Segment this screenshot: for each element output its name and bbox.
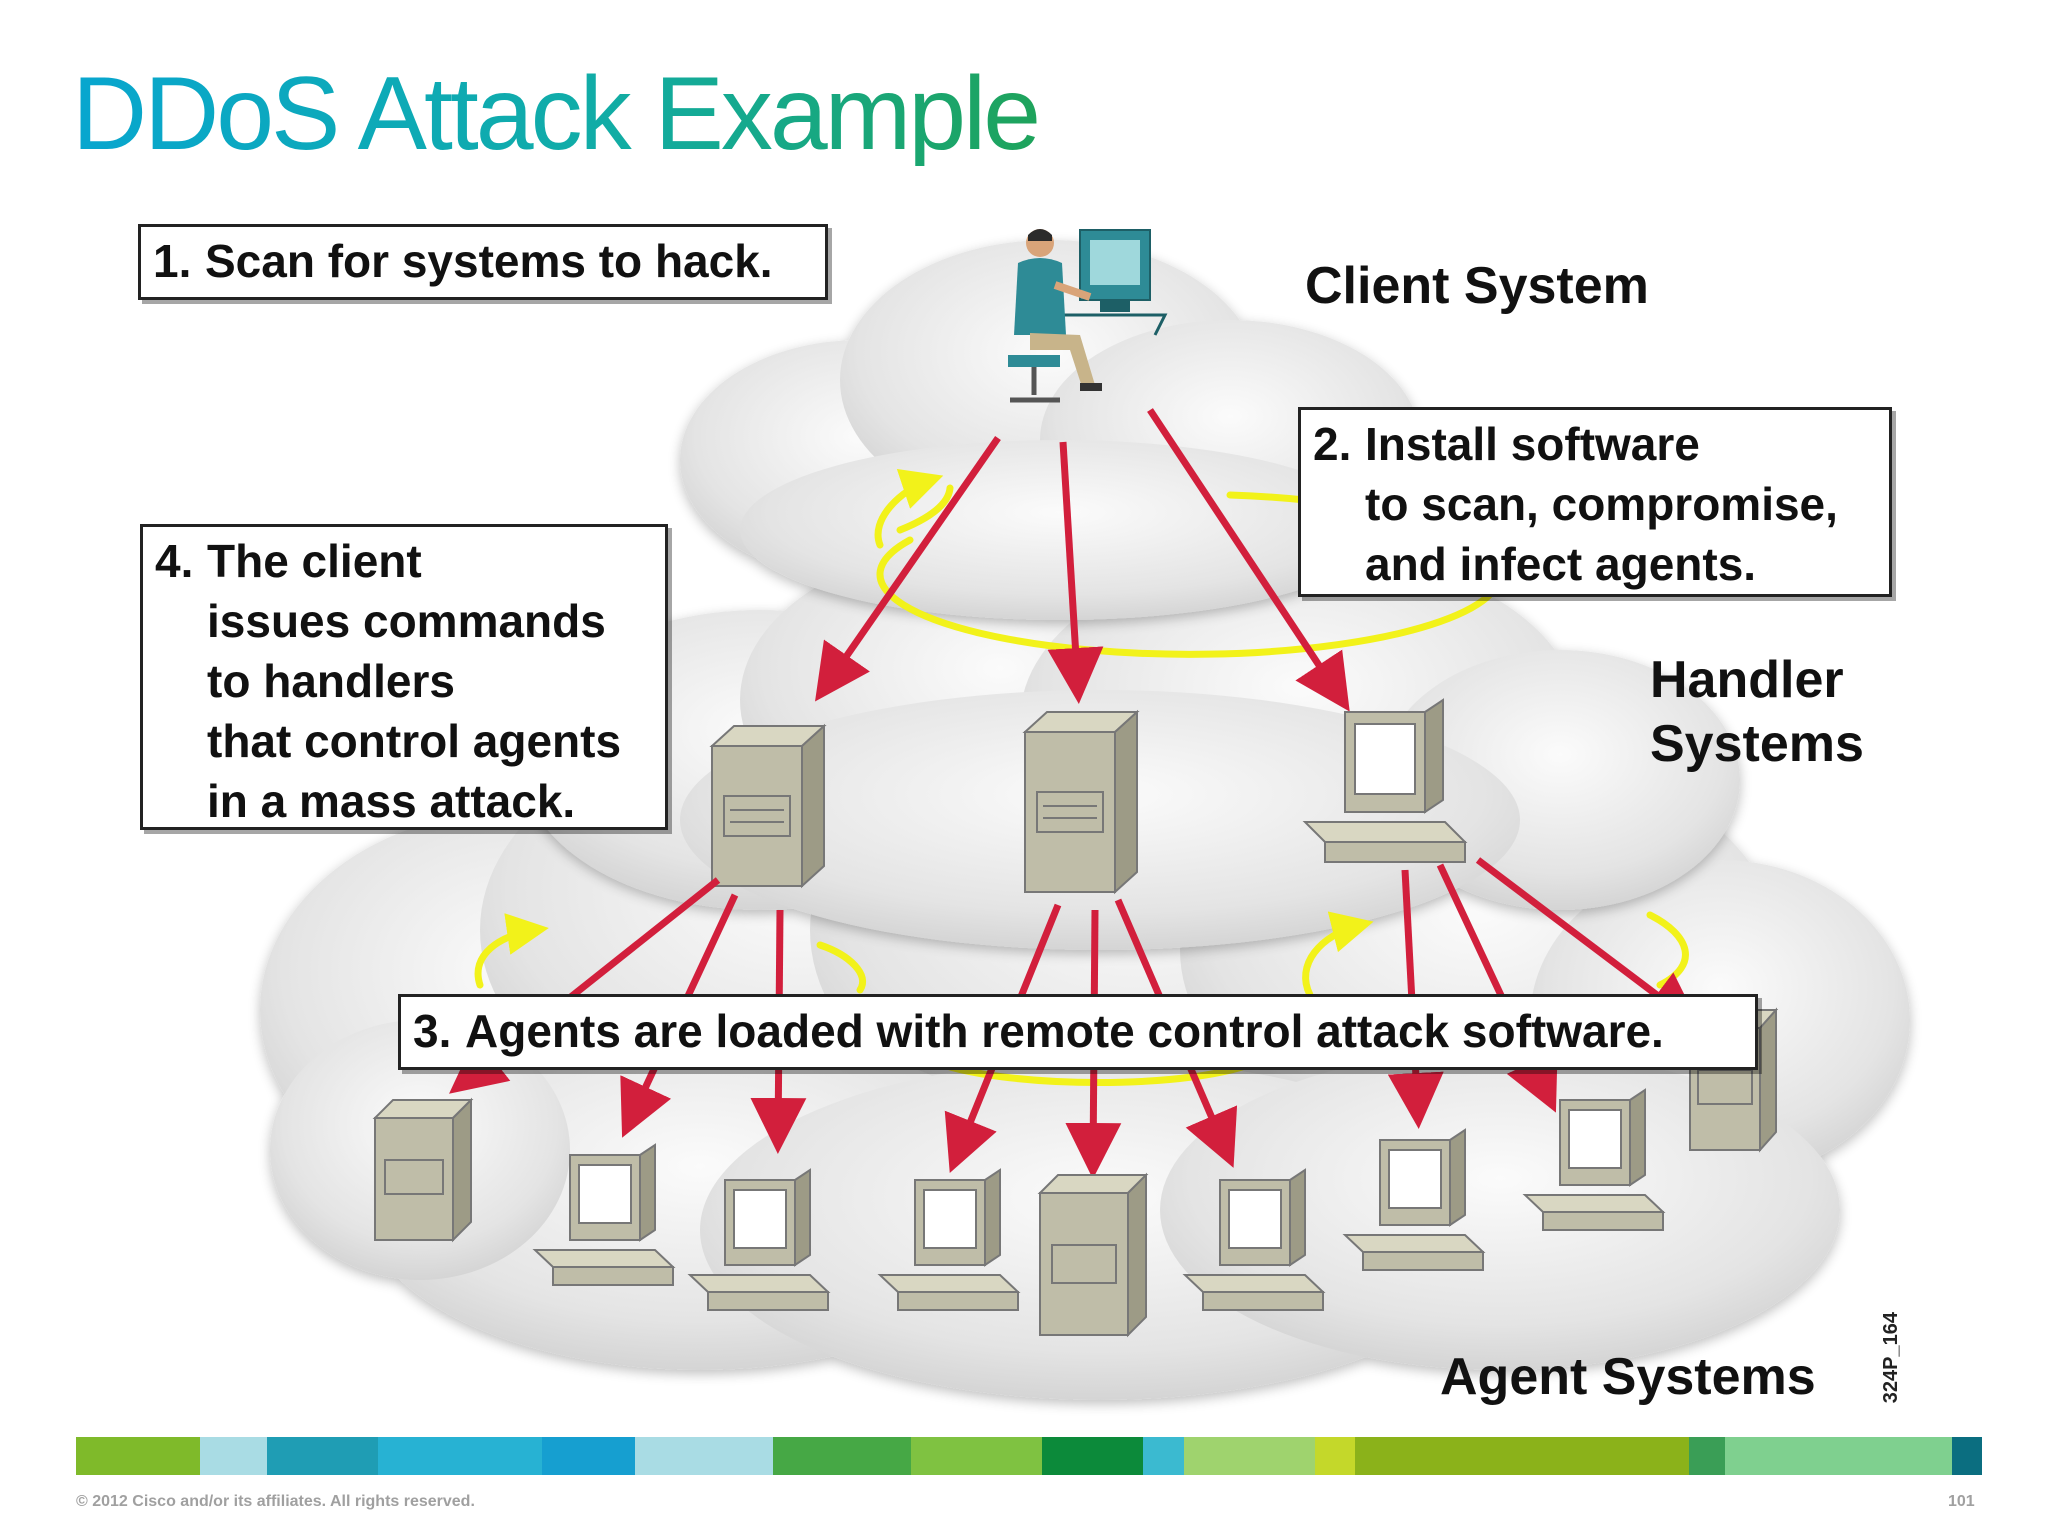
agent-workstation-1 — [532, 1143, 676, 1286]
color-bar-segment — [1314, 1437, 1356, 1475]
color-bar-segment — [1725, 1437, 1952, 1475]
agent-systems-label: Agent Systems — [1440, 1348, 1816, 1406]
step-2-number: 2. — [1313, 418, 1352, 470]
step-3-text: Agents are loaded with remote control at… — [465, 1005, 1664, 1057]
agent-workstation-5 — [1342, 1128, 1486, 1271]
color-bar-segment — [378, 1437, 542, 1475]
color-bar-segment — [541, 1437, 635, 1475]
client-to-handler-arrows — [815, 408, 1350, 712]
handler-label-line-1: Handler — [1650, 651, 1844, 709]
agent-workstation-6 — [1522, 1088, 1666, 1231]
handler-label-line-2: Systems — [1650, 715, 1864, 773]
color-bar-segment — [773, 1437, 911, 1475]
agent-server-1 — [372, 1097, 474, 1243]
color-bar-segment — [1143, 1437, 1184, 1475]
step-3-callout: 3.Agents are loaded with remote control … — [398, 994, 1758, 1070]
step-3-number: 3. — [413, 1005, 452, 1057]
step-2-line-1: Install software — [1365, 418, 1700, 470]
color-bar-segment — [1688, 1437, 1726, 1475]
step-2-line-2: to scan, compromise, — [1365, 478, 1838, 530]
agent-workstation-3 — [877, 1168, 1021, 1311]
color-bar-segment — [910, 1437, 1043, 1475]
handler-workstation — [1302, 698, 1468, 863]
color-bar-segment — [200, 1437, 267, 1475]
step-1-callout: 1.Scan for systems to hack. — [138, 224, 828, 300]
color-bar-segment — [1951, 1437, 1982, 1475]
step-4-line-2: issues commands — [207, 595, 606, 647]
copyright-footer: © 2012 Cisco and/or its affiliates. All … — [76, 1493, 475, 1510]
slide-title: DDoS Attack Example — [72, 56, 1041, 172]
handler-systems-label: Handler Systems — [1650, 648, 1864, 776]
client-system-label: Client System — [1305, 257, 1649, 315]
step-4-line-1: The client — [207, 535, 422, 587]
step-4-number: 4. — [155, 535, 194, 587]
color-bar-segment — [76, 1437, 201, 1475]
step-4-line-4: that control agents — [207, 715, 622, 767]
handler-server-2 — [1022, 709, 1140, 895]
figure-code: 324P_164 — [1880, 1312, 1902, 1404]
handler-server-1 — [709, 723, 827, 889]
brand-color-bar — [76, 1437, 1982, 1475]
step-4-line-3: to handlers — [207, 655, 455, 707]
color-bar-segment — [1042, 1437, 1144, 1475]
step-1-text: Scan for systems to hack. — [205, 235, 773, 287]
color-bar-segment — [267, 1437, 379, 1475]
step-2-line-3: and infect agents. — [1365, 538, 1757, 590]
attacker-icon — [1008, 229, 1168, 403]
step-4-line-5: in a mass attack. — [207, 775, 576, 827]
page-number: 101 — [1948, 1493, 1975, 1510]
step-2-callout: 2.Install software to scan, compromise, … — [1298, 407, 1892, 597]
step-4-callout: 4.The client issues commands to handlers… — [140, 524, 668, 830]
color-bar-segment — [1355, 1437, 1689, 1475]
color-bar-segment — [1183, 1437, 1315, 1475]
agent-workstation-2 — [687, 1168, 831, 1311]
agent-server-2 — [1037, 1172, 1149, 1338]
color-bar-segment — [634, 1437, 774, 1475]
agent-workstation-4 — [1182, 1168, 1326, 1311]
step-1-number: 1. — [153, 235, 192, 287]
